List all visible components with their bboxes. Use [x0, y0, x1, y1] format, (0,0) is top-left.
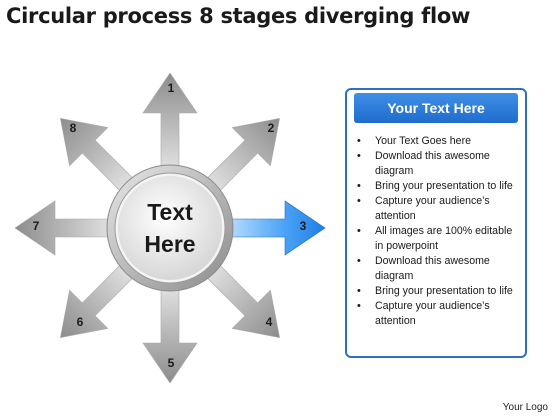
stage-number-2: 2	[268, 121, 275, 135]
bullet-item: Bring your presentation to life	[357, 284, 522, 299]
arrow-stage-8	[60, 118, 138, 196]
stage-numbers: 1 2 3 4 5 6 7 8	[33, 81, 307, 370]
diagram-title: Circular process 8 stages diverging flow	[6, 4, 471, 28]
stage-number-5: 5	[168, 356, 175, 370]
arrow-stage-6	[60, 260, 138, 338]
stage-number-1: 1	[168, 81, 175, 95]
bullet-list: Your Text Goes here Download this awesom…	[357, 134, 522, 329]
arrow-stage-7	[14, 200, 116, 256]
arrow-stage-5	[142, 282, 198, 384]
bullet-item: Your Text Goes here	[357, 134, 522, 149]
bullet-item: Download this awesome diagram	[357, 254, 522, 284]
stage-number-4: 4	[266, 315, 273, 329]
text-panel: Your Text Here Your Text Goes here Downl…	[345, 88, 527, 358]
arrow-stage-4	[202, 260, 280, 338]
bullet-item: Capture your audience’s attention	[357, 299, 522, 329]
stage-number-8: 8	[70, 121, 77, 135]
center-hub: Text Here	[106, 164, 234, 292]
bullet-item: Bring your presentation to life	[357, 179, 522, 194]
arrow-stage-1	[142, 72, 198, 174]
stage-number-6: 6	[77, 315, 84, 329]
bullet-item: Download this awesome diagram	[357, 149, 522, 179]
logo-text: Your Logo	[502, 402, 548, 413]
stage-number-7: 7	[33, 219, 40, 233]
center-text-line-2: Here	[144, 231, 195, 257]
arrow-stage-2	[202, 118, 280, 196]
panel-header: Your Text Here	[354, 93, 518, 123]
arrow-group	[14, 72, 326, 384]
center-text-line-1: Text	[147, 199, 193, 225]
arrow-stage-3-highlighted	[224, 200, 326, 256]
bullet-item: Capture your audience’s attention	[357, 194, 522, 224]
bullet-item: All images are 100% editable in powerpoi…	[357, 224, 522, 254]
stage-number-3: 3	[300, 219, 307, 233]
